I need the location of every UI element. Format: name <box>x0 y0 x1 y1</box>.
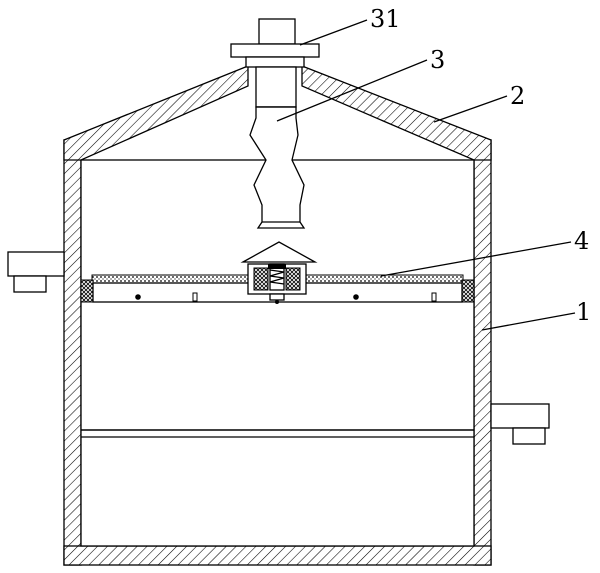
right-wall <box>473 139 492 566</box>
flange <box>230 43 320 58</box>
roof-cover <box>63 65 492 161</box>
left-side-port <box>7 251 65 293</box>
pipe-cap <box>258 18 296 45</box>
right-support-block <box>461 279 475 303</box>
label-part-2: 2 <box>510 82 525 110</box>
leader-31 <box>299 19 368 46</box>
leader-1 <box>481 312 576 331</box>
leader-lines <box>276 19 576 331</box>
label-part-1: 1 <box>576 298 591 326</box>
inlet-pipe-assembly <box>230 18 320 229</box>
left-support-block <box>80 279 94 303</box>
bottom-wall <box>63 545 492 566</box>
roof-left-slope <box>63 65 249 161</box>
plate-screws <box>135 292 437 302</box>
leader-3 <box>276 59 428 122</box>
flexible-hose <box>249 106 306 229</box>
right-side-port <box>490 403 550 445</box>
label-part-31: 31 <box>370 5 401 33</box>
left-wall <box>63 139 82 566</box>
deflector-cone <box>240 241 318 263</box>
pipe-upper <box>255 66 297 108</box>
label-part-3: 3 <box>430 46 445 74</box>
leader-2 <box>433 95 508 123</box>
roof-right-slope <box>301 65 492 161</box>
leader-4 <box>380 241 572 277</box>
flange-collar <box>245 56 305 68</box>
label-part-4: 4 <box>574 227 589 255</box>
filter-plate-assembly <box>80 263 475 304</box>
